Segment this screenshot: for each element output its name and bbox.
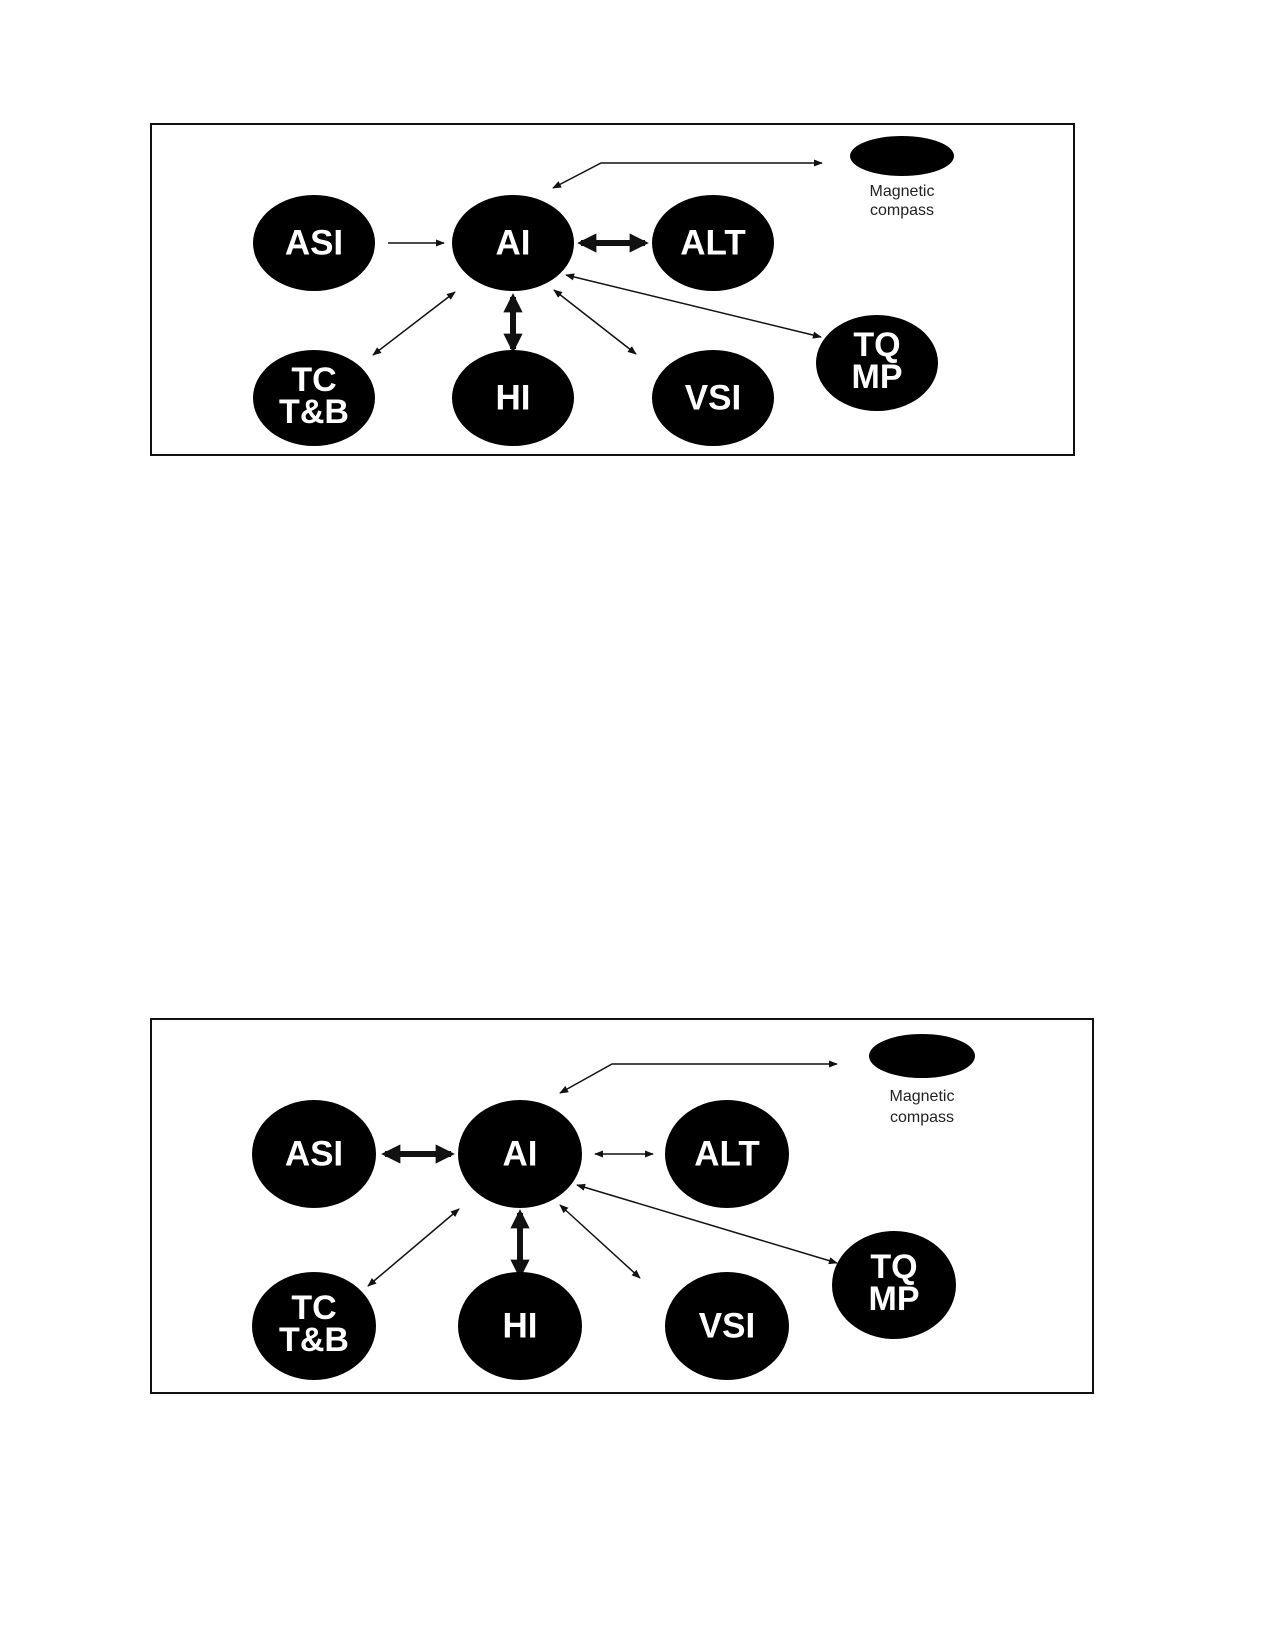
node-ai-label: AI: [503, 1134, 538, 1173]
node-asi-label: ASI: [285, 1134, 343, 1173]
arrow-ai-tc: [367, 1208, 460, 1287]
node-tb-label: T&B: [279, 1321, 349, 1359]
node-mp-label: MP: [869, 1280, 920, 1318]
node-alt: ALT: [665, 1100, 789, 1208]
arrow-ai-vsi: [559, 1204, 641, 1279]
node-hi-label: HI: [496, 378, 531, 417]
node-ai: AI: [452, 195, 574, 291]
node-tc-label: TC: [291, 361, 336, 399]
node-asi-label: ASI: [285, 223, 343, 262]
arrow-ai-tc: [372, 291, 456, 356]
node-vsi: VSI: [665, 1272, 789, 1380]
node-magnetic-compass: Magnetic compass: [869, 1034, 975, 1126]
node-tq-mp: TQ MP: [832, 1231, 956, 1339]
node-hi: HI: [458, 1272, 582, 1380]
node-ai-label: AI: [496, 223, 531, 262]
compass-label-line2: compass: [870, 202, 934, 219]
arrow-ai-tqmp: [576, 1183, 838, 1265]
node-asi: ASI: [252, 1100, 376, 1208]
node-tb-label: T&B: [279, 393, 349, 431]
node-magnetic-compass: Magnetic compass: [850, 136, 954, 219]
arrow-ai-vsi: [553, 289, 637, 355]
arrow-ai-to-compass: [559, 1060, 838, 1094]
node-hi: HI: [452, 350, 574, 446]
node-tq-label: TQ: [853, 326, 900, 364]
node-vsi-label: VSI: [699, 1306, 755, 1345]
diagram-canvas-1: ASI AI ALT TC T&B HI VSI TQ MP: [253, 136, 954, 446]
node-asi: ASI: [253, 195, 375, 291]
node-alt-label: ALT: [680, 223, 745, 262]
node-ai: AI: [458, 1100, 582, 1208]
node-vsi-label: VSI: [685, 378, 741, 417]
node-vsi: VSI: [652, 350, 774, 446]
node-hi-label: HI: [503, 1306, 538, 1345]
compass-label-line2: compass: [890, 1109, 954, 1126]
node-tc-tb: TC T&B: [253, 350, 375, 446]
compass-label-line1: Magnetic: [890, 1088, 955, 1105]
node-tc-tb: TC T&B: [252, 1272, 376, 1380]
compass-label-line1: Magnetic: [870, 183, 935, 200]
instrument-scan-diagram-1: ASI AI ALT TC T&B HI VSI TQ MP: [150, 123, 1075, 456]
instrument-scan-diagram-2: ASI AI ALT TC T&B HI VSI TQ MP: [150, 1018, 1094, 1394]
node-alt-label: ALT: [694, 1134, 759, 1173]
diagram-canvas-2: ASI AI ALT TC T&B HI VSI TQ MP: [252, 1034, 975, 1380]
node-tq-mp: TQ MP: [816, 315, 938, 411]
node-tq-label: TQ: [870, 1248, 917, 1286]
node-tc-label: TC: [291, 1289, 336, 1327]
arrow-ai-to-compass: [552, 159, 823, 189]
arrow-ai-tqmp: [565, 273, 822, 339]
node-mp-label: MP: [852, 358, 903, 396]
node-alt: ALT: [652, 195, 774, 291]
